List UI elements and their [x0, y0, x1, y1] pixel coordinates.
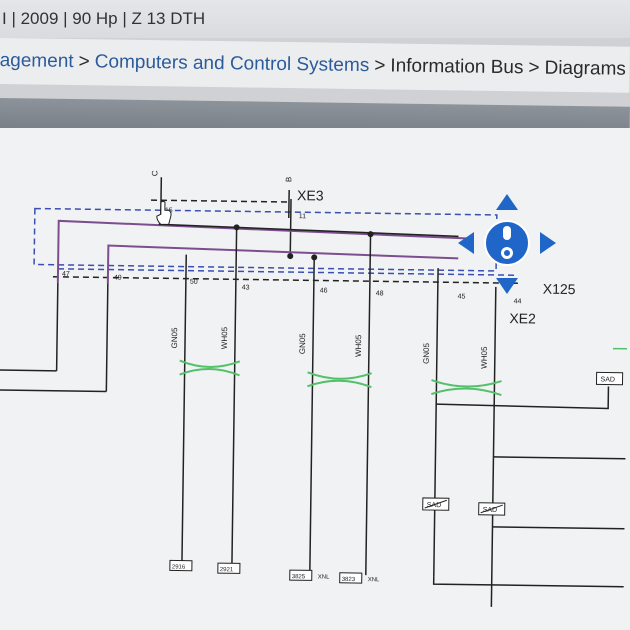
purple-wire — [106, 244, 459, 284]
terminal-box: 2916 — [169, 559, 193, 572]
window-title-bar: I | 2009 | 90 Hp | Z 13 DTH — [0, 0, 630, 38]
connector-label-xe3: XE3 — [297, 187, 324, 203]
junction-dot — [233, 224, 240, 231]
wire — [492, 526, 625, 530]
wire — [158, 223, 459, 238]
pin-label: 43 — [242, 284, 250, 291]
pan-down-icon[interactable] — [496, 278, 518, 294]
wire — [231, 227, 238, 566]
wire-color-label: WH05 — [354, 334, 363, 357]
pan-right-icon[interactable] — [540, 232, 556, 254]
breadcrumb-item-computers[interactable]: Computers and Control Systems — [94, 51, 370, 77]
wiring-diagram[interactable]: XE3 X125 XE2 C B 15 11 47 49 50 43 46 48… — [0, 128, 630, 630]
connector-outline-top — [33, 207, 498, 272]
sad-label: SAD — [600, 376, 615, 383]
breadcrumb-item-management[interactable]: agement — [0, 49, 74, 73]
pin-label: 50 — [190, 279, 198, 286]
connector-label-xe2: XE2 — [509, 310, 536, 326]
top-label-b: B — [284, 177, 293, 182]
wire — [0, 389, 107, 393]
hand-cursor-icon — [156, 200, 172, 225]
breadcrumb-separator: > — [78, 51, 90, 73]
dashed-line — [150, 199, 290, 203]
wire-color-label: WH05 — [480, 346, 489, 369]
terminal-box: 3823 — [339, 572, 363, 584]
terminal-label: 2921 — [220, 567, 234, 573]
wire — [105, 283, 109, 392]
junction-dot — [367, 231, 374, 238]
wire — [436, 386, 610, 410]
twisted-pair-symbol — [179, 359, 502, 396]
top-label-c: C — [150, 170, 159, 176]
wire-color-label: WH05 — [220, 326, 229, 349]
sad-label: SAD — [427, 502, 442, 509]
wire-color-label: GN05 — [422, 342, 431, 364]
sad-component: SAD — [422, 497, 450, 511]
xnl-label: XNL — [368, 577, 380, 583]
pin-label: 48 — [376, 290, 384, 297]
connector-label-x125: X125 — [543, 281, 576, 297]
wire — [0, 369, 57, 372]
terminal-box: 3825 — [289, 569, 313, 581]
junction-dot — [287, 253, 294, 260]
wire — [289, 199, 292, 257]
breadcrumb-separator: > — [528, 57, 540, 79]
connector-outline-bottom — [58, 268, 519, 276]
terminal-label: 2916 — [172, 564, 186, 570]
pin-label: 45 — [458, 293, 466, 300]
wire-color-label: GN05 — [170, 327, 179, 349]
wire-color-label: GN05 — [298, 333, 307, 355]
junction-dot — [311, 254, 318, 261]
terminal-label: 3823 — [342, 577, 356, 583]
sad-component: SAD — [595, 371, 624, 386]
terminal-label: 3825 — [292, 574, 306, 580]
wire — [432, 576, 624, 588]
pin-label: 47 — [62, 271, 70, 278]
wire — [181, 254, 188, 565]
breadcrumb-separator: > — [626, 59, 630, 80]
terminal-box: 2921 — [217, 562, 241, 574]
pan-up-icon[interactable] — [496, 194, 518, 210]
purple-wire — [56, 219, 469, 283]
wire — [493, 456, 626, 460]
wire — [365, 233, 372, 576]
wire — [490, 286, 497, 607]
breadcrumb-item-diagrams[interactable]: Diagrams — [544, 57, 627, 80]
dashed-line — [52, 276, 518, 284]
sad-label: SAD — [483, 507, 498, 514]
pan-left-icon[interactable] — [458, 232, 474, 254]
breadcrumb: agement>Computers and Control Systems>In… — [0, 38, 630, 93]
pin-label: 46 — [320, 287, 328, 294]
pan-navigation-control[interactable] — [458, 194, 556, 294]
diagram-canvas: XE3 X125 XE2 C B 15 11 47 49 50 43 46 48… — [0, 170, 627, 607]
wire — [55, 282, 59, 371]
breadcrumb-separator: > — [374, 55, 386, 77]
sad-component: SAD — [478, 502, 506, 516]
window-title: I | 2009 | 90 Hp | Z 13 DTH — [2, 9, 206, 28]
breadcrumb-item-information-bus[interactable]: Information Bus — [390, 55, 524, 79]
pin-label: 49 — [114, 275, 122, 282]
zoom-slider-icon[interactable] — [503, 226, 511, 240]
zoom-center-icon[interactable] — [484, 220, 530, 266]
pin-label: 44 — [514, 298, 522, 305]
wire — [309, 256, 315, 575]
xnl-label: XNL — [318, 574, 330, 580]
wire — [433, 268, 439, 577]
pin-label: 11 — [299, 213, 306, 220]
